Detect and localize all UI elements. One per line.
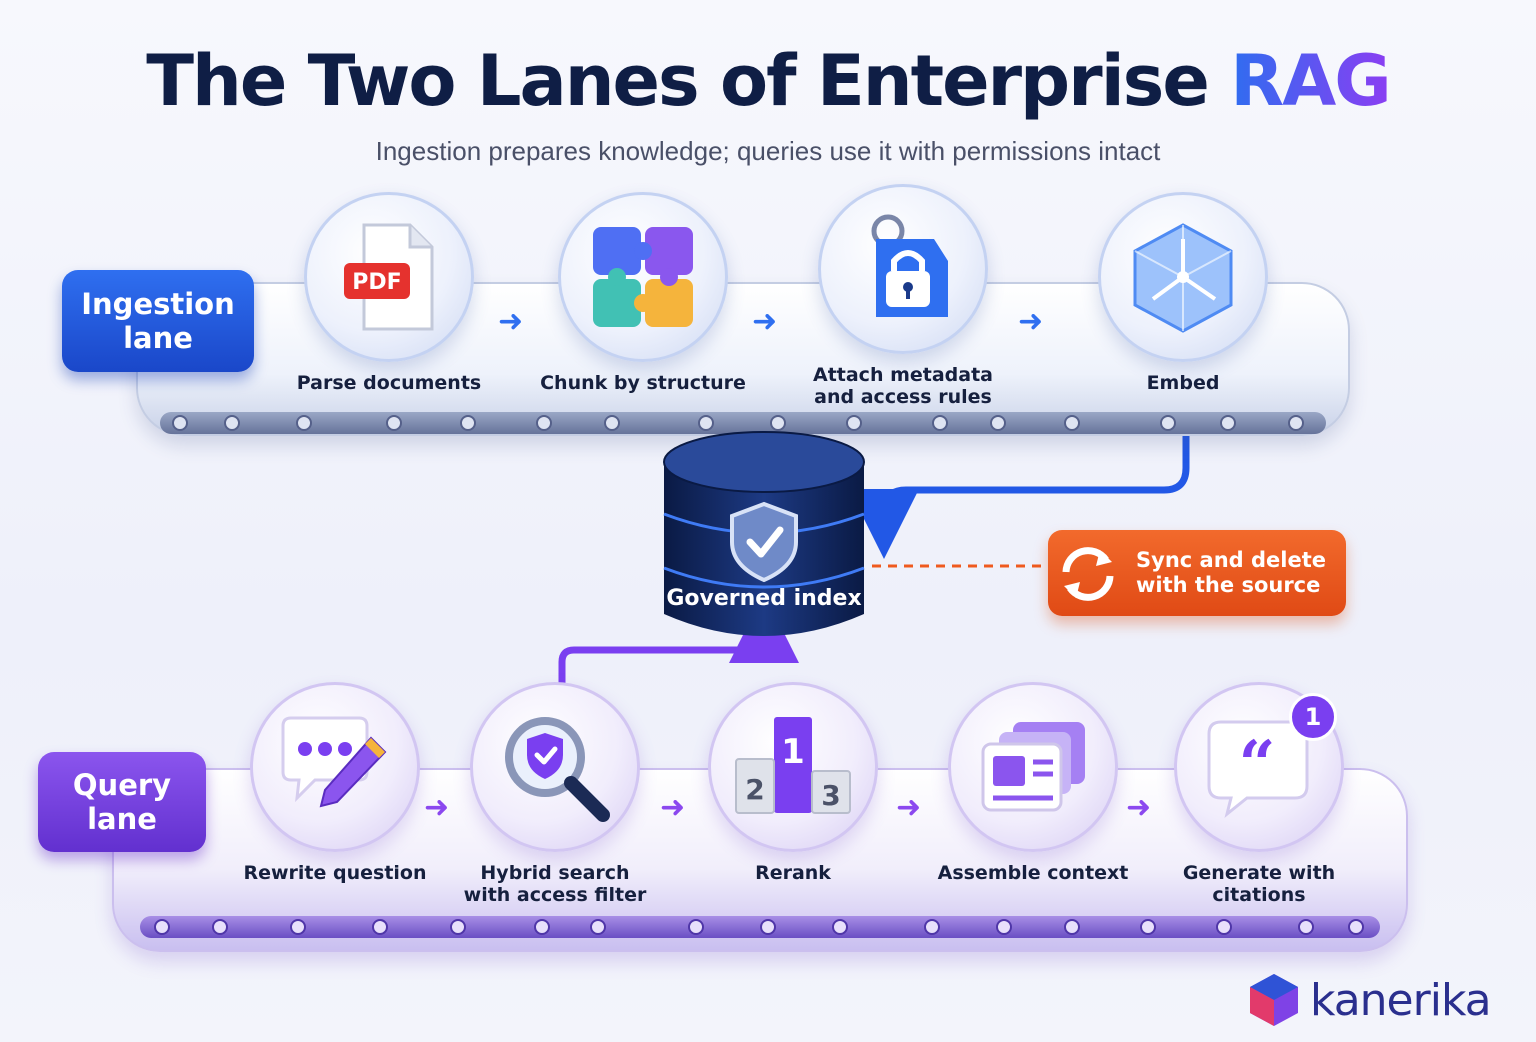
embed-to-index-connector bbox=[849, 388, 1190, 559]
lock-tag-icon bbox=[871, 214, 948, 317]
sync-callout: Sync and delete with the source bbox=[1048, 530, 1346, 616]
chunk-badge bbox=[558, 192, 728, 362]
step-embed: Embed bbox=[1058, 192, 1308, 394]
rank-first: 1 bbox=[781, 732, 805, 772]
step-label: Hybrid search with access filter bbox=[463, 862, 647, 906]
page-title: The Two Lanes of Enterprise RAG bbox=[0, 40, 1536, 122]
arrow-right-icon: ➜ bbox=[660, 790, 686, 825]
shield-check-icon bbox=[730, 501, 798, 583]
ingestion-lane-text: Ingestion lane bbox=[81, 287, 235, 355]
parse-documents-badge: PDF bbox=[304, 192, 474, 362]
quote-marks-icon: “ bbox=[1239, 727, 1276, 802]
query-lane-text: Query lane bbox=[72, 768, 172, 836]
pdf-document-icon: PDF bbox=[344, 223, 434, 331]
step-assemble-context: Assemble context bbox=[908, 682, 1158, 884]
step-label: Rerank bbox=[755, 862, 831, 884]
chat-pencil-icon bbox=[281, 716, 387, 808]
step-label: Attach metadata and access rules bbox=[812, 364, 993, 408]
cards-icon bbox=[981, 722, 1085, 812]
governed-index-database bbox=[663, 431, 865, 636]
step-label: Chunk by structure bbox=[540, 372, 746, 394]
step-label: Assemble context bbox=[937, 862, 1129, 884]
ingestion-rail bbox=[160, 412, 1326, 434]
brand-name: kanerika bbox=[1310, 974, 1492, 1026]
puzzle-icon bbox=[593, 227, 693, 327]
rank-third: 3 bbox=[821, 779, 840, 812]
step-rerank: 1 2 3 Rerank bbox=[668, 682, 918, 884]
vector-cube-icon bbox=[1133, 223, 1233, 333]
citation-badge-count: 1 bbox=[1304, 703, 1322, 731]
step-label: Rewrite question bbox=[243, 862, 427, 884]
query-lane-label: Query lane bbox=[38, 752, 206, 852]
brand-logo: kanerika bbox=[1248, 972, 1492, 1028]
quote-bubble-icon: “ bbox=[1207, 720, 1309, 818]
rewrite-badge bbox=[250, 682, 420, 852]
rank-second: 2 bbox=[745, 773, 764, 806]
sync-icon bbox=[1062, 547, 1114, 601]
pdf-icon-text: PDF bbox=[352, 270, 401, 295]
arrow-right-icon: ➜ bbox=[498, 304, 524, 339]
rerank-badge: 1 2 3 bbox=[708, 682, 878, 852]
step-label: Parse documents bbox=[296, 372, 482, 394]
arrow-right-icon: ➜ bbox=[424, 790, 450, 825]
arrow-right-icon: ➜ bbox=[896, 790, 922, 825]
magnifier-shield-icon bbox=[505, 717, 610, 822]
podium-icon: 1 2 3 bbox=[735, 717, 851, 814]
step-label: Embed bbox=[1146, 372, 1220, 394]
kanerika-logo-icon bbox=[1250, 974, 1298, 1026]
governed-index-label: Governed index bbox=[666, 586, 862, 611]
sync-label: Sync and delete with the source bbox=[1136, 548, 1326, 597]
ingestion-lane-label: Ingestion lane bbox=[62, 270, 254, 372]
step-parse-documents: PDF Parse documents bbox=[264, 192, 514, 394]
title-main: The Two Lanes of Enterprise bbox=[146, 40, 1210, 122]
step-rewrite-question: Rewrite question bbox=[210, 682, 460, 884]
embed-badge bbox=[1098, 192, 1268, 362]
title-accent: RAG bbox=[1230, 40, 1392, 122]
generate-badge: “ 1 bbox=[1174, 682, 1344, 852]
arrow-right-icon: ➜ bbox=[752, 304, 778, 339]
query-rail bbox=[140, 916, 1380, 938]
page-subtitle: Ingestion prepares knowledge; queries us… bbox=[375, 136, 1161, 166]
search-to-index-connector bbox=[558, 593, 799, 704]
step-chunk-by-structure: Chunk by structure bbox=[518, 192, 768, 394]
step-generate-with-citations: “ 1 Generate with citations bbox=[1134, 682, 1384, 906]
step-attach-metadata: Attach metadata and access rules bbox=[778, 184, 1028, 408]
step-hybrid-search: Hybrid search with access filter bbox=[430, 682, 680, 906]
metadata-badge bbox=[818, 184, 988, 354]
step-label: Generate with citations bbox=[1182, 862, 1336, 906]
arrow-right-icon: ➜ bbox=[1018, 304, 1044, 339]
citation-badge: 1 bbox=[1289, 693, 1337, 741]
hybrid-search-badge bbox=[470, 682, 640, 852]
assemble-badge bbox=[948, 682, 1118, 852]
arrow-right-icon: ➜ bbox=[1126, 790, 1152, 825]
